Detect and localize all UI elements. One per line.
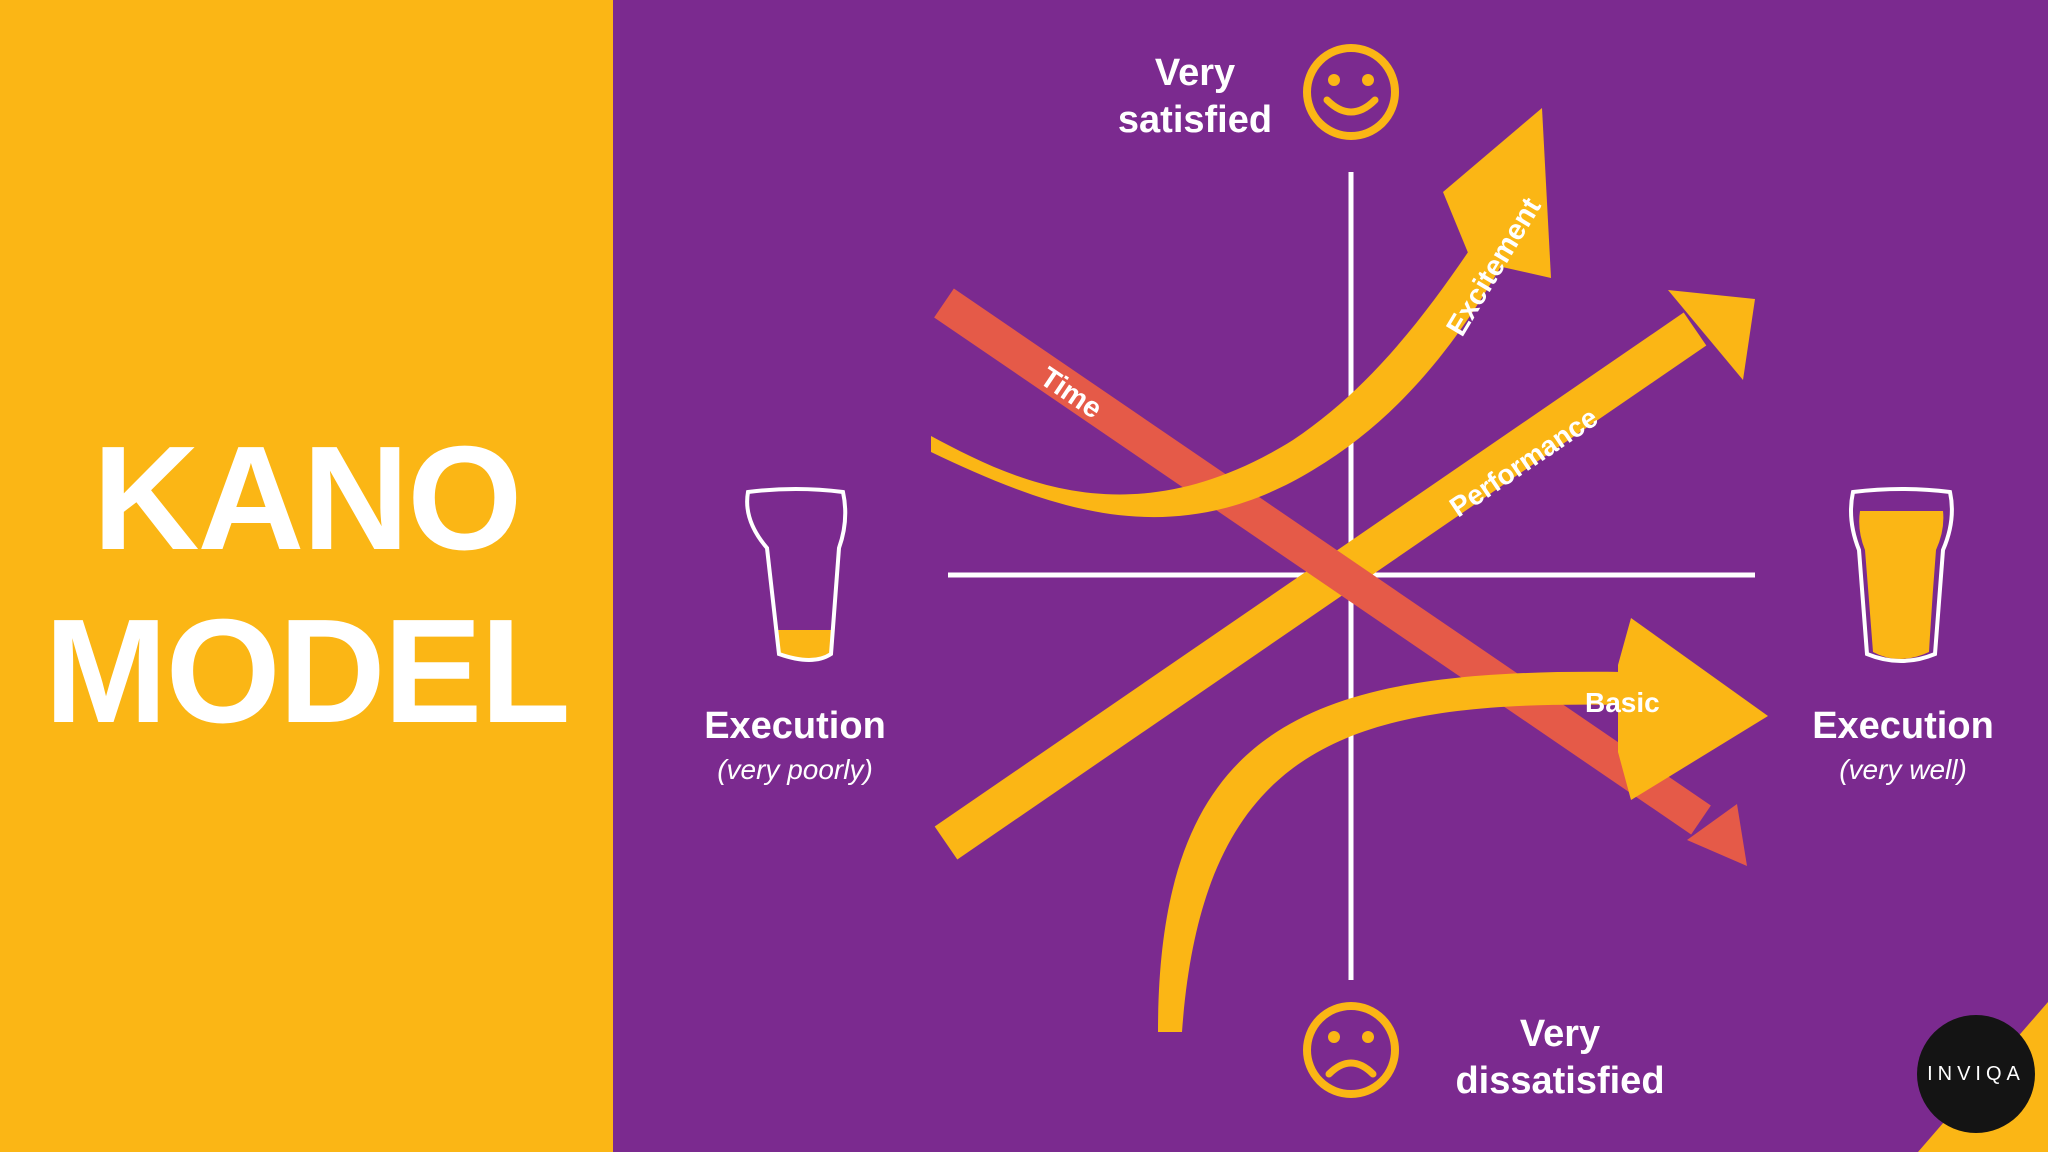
almost-empty-glass-icon	[745, 487, 848, 662]
basic-arrow	[1158, 618, 1768, 1032]
very-dissatisfied-line1: Very	[1519, 1013, 1601, 1055]
very-dissatisfied-label: Very dissatisfied	[1420, 1011, 1700, 1105]
title-model: MODEL	[44, 589, 570, 754]
execution-well-sub: (very well)	[1839, 754, 1967, 785]
title-kano: KANO	[92, 416, 523, 581]
smiley-face-icon	[1303, 44, 1399, 140]
title-panel: KANO MODEL	[0, 0, 613, 1152]
time-arrow	[934, 288, 1747, 866]
very-dissatisfied-line2: dissatisfied	[1455, 1060, 1665, 1102]
execution-poorly-sub: (very poorly)	[717, 754, 873, 785]
kano-diagram: Excitement Performance Time Basic	[613, 0, 2048, 1152]
excitement-arrow	[931, 108, 1551, 518]
performance-arrow	[934, 290, 1755, 860]
sad-face-icon	[1303, 1002, 1399, 1098]
very-satisfied-line1: Very	[1154, 52, 1236, 94]
very-satisfied-line2: satisfied	[1117, 99, 1273, 141]
execution-well-title: Execution	[1812, 705, 1994, 747]
inviqa-logo: INVIQA	[1917, 1015, 2035, 1133]
execution-poorly-title: Execution	[704, 705, 886, 747]
very-satisfied-label: Very satisfied	[1070, 50, 1320, 144]
full-glass-icon	[1849, 487, 1954, 663]
basic-label: Basic	[1585, 687, 1660, 718]
